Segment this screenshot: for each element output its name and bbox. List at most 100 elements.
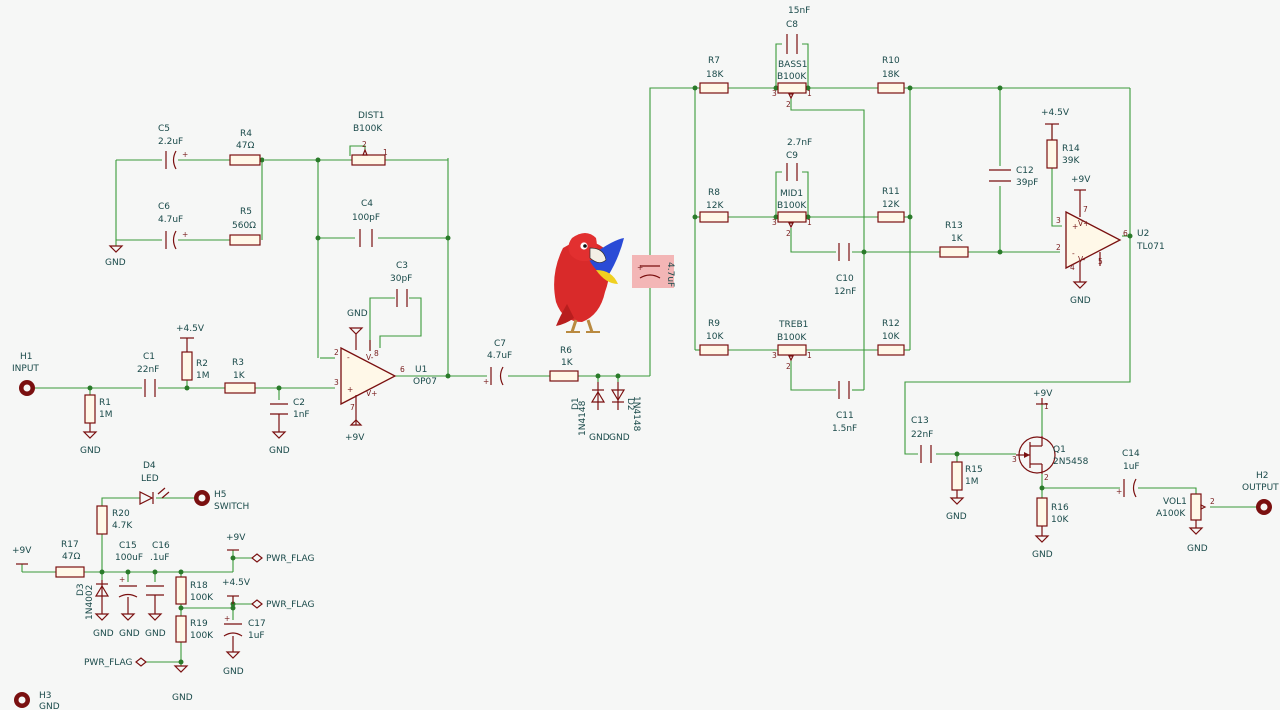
resistor-r19[interactable]: R19 100K (175, 615, 214, 643)
resistor-r5[interactable]: R5 560Ω (229, 207, 261, 246)
resistor-r7[interactable]: R7 18K (699, 56, 729, 94)
diode-d1[interactable]: D1 1N4148 GND (571, 382, 610, 443)
mounting-hole-h3[interactable]: H3 GND (14, 691, 60, 710)
svg-text:3: 3 (772, 89, 777, 98)
svg-text:C7: C7 (494, 339, 506, 349)
svg-text:C9: C9 (786, 151, 798, 161)
svg-text:12K: 12K (706, 201, 724, 211)
svg-text:+9V: +9V (1033, 389, 1053, 399)
capacitor-c15[interactable]: + C15 100uF GND (115, 541, 143, 639)
capacitor-c16[interactable]: C16 .1uF GND (145, 541, 170, 639)
switch-pad-h5[interactable]: H5 SWITCH (194, 490, 249, 512)
resistor-r18[interactable]: R18 100K (175, 576, 214, 605)
svg-text:6: 6 (1123, 229, 1128, 238)
svg-text:+: + (1116, 487, 1122, 496)
capacitor-c4[interactable]: C4 100pF (352, 199, 380, 247)
svg-text:10K: 10K (882, 332, 900, 342)
capacitor-c5[interactable]: C5 2.2uF + (158, 124, 188, 170)
gnd-symbol-r19: GND (172, 665, 193, 703)
resistor-r11[interactable]: R11 12K (877, 187, 905, 223)
svg-text:7: 7 (350, 403, 355, 412)
input-jack-h1[interactable]: H1 INPUT (12, 352, 39, 396)
capacitor-c12[interactable]: C12 39pF (989, 166, 1038, 188)
svg-text:+9V: +9V (1071, 175, 1091, 185)
svg-text:R2: R2 (196, 359, 208, 369)
svg-text:B100K: B100K (777, 333, 807, 343)
jfet-q1[interactable]: Q1 2N5458 1 3 2 (1012, 402, 1089, 482)
svg-text:3: 3 (1056, 216, 1061, 225)
svg-text:OUTPUT: OUTPUT (1242, 483, 1279, 493)
svg-text:GND: GND (93, 629, 114, 639)
svg-text:V+: V+ (1078, 219, 1089, 228)
resistor-r12[interactable]: R12 10K (877, 319, 905, 356)
resistor-r16[interactable]: R16 10K GND (1032, 497, 1069, 560)
resistor-r20[interactable]: R20 4.7K (96, 505, 133, 535)
svg-text:SWITCH: SWITCH (214, 502, 249, 512)
resistor-r13[interactable]: R13 1K (939, 221, 969, 258)
capacitor-c14[interactable]: + C14 1uF (1116, 449, 1140, 498)
svg-text:1: 1 (807, 218, 812, 227)
svg-text:+9V: +9V (226, 533, 246, 543)
potentiometer-dist1[interactable]: DIST1 B100K 2 1 (351, 111, 388, 166)
svg-text:22nF: 22nF (137, 365, 159, 375)
svg-text:C14: C14 (1122, 449, 1140, 459)
svg-text:3: 3 (334, 378, 339, 387)
power-4v5-rail: +4.5V (222, 578, 251, 604)
svg-text:22nF: 22nF (911, 430, 933, 440)
svg-text:C15: C15 (119, 541, 137, 551)
svg-text:1nF: 1nF (293, 410, 310, 420)
svg-text:R11: R11 (882, 187, 900, 197)
svg-text:R9: R9 (708, 319, 720, 329)
svg-text:+9V: +9V (345, 433, 365, 443)
svg-text:R8: R8 (708, 188, 720, 198)
svg-text:GND: GND (946, 512, 967, 522)
svg-text:39pF: 39pF (1016, 178, 1038, 188)
output-jack-h2[interactable]: H2 OUTPUT (1242, 471, 1279, 515)
resistor-r17[interactable]: R17 47Ω (55, 540, 85, 578)
svg-text:GND: GND (347, 309, 368, 319)
svg-text:R20: R20 (112, 509, 130, 519)
opamp-u1[interactable]: 2 3 6 - + V- V+ U1 OP07 +9V GND 8 7 (334, 309, 437, 443)
svg-text:GND: GND (589, 433, 610, 443)
resistor-r2[interactable]: +4.5V R2 1M (176, 324, 210, 381)
capacitor-c13[interactable]: C13 22nF (911, 416, 933, 463)
potentiometer-mid1[interactable]: MID1 B100K 3 1 2 (772, 189, 812, 238)
capacitor-c8[interactable]: C8 15nF (786, 6, 810, 54)
led-d4[interactable]: D4 LED (139, 461, 170, 505)
capacitor-c10[interactable]: C10 12nF (834, 243, 856, 297)
svg-text:V+: V+ (366, 389, 377, 398)
highlighted-capacitor[interactable]: + 4.7uF (632, 255, 675, 288)
svg-text:MID1: MID1 (780, 189, 803, 199)
diode-d2[interactable]: D2 1N4148 GND (609, 382, 641, 443)
capacitor-c17[interactable]: + C17 1uF GND (223, 614, 266, 677)
resistor-r15[interactable]: R15 1M GND (946, 461, 983, 522)
capacitor-c2[interactable]: C2 1nF GND (269, 398, 310, 456)
resistor-r9[interactable]: R9 10K (699, 319, 729, 356)
capacitor-c1[interactable]: C1 22nF (137, 352, 159, 397)
potentiometer-treb1[interactable]: TREB1 B100K 3 1 2 (772, 320, 812, 371)
svg-text:.1uF: .1uF (150, 553, 169, 563)
svg-text:39K: 39K (1062, 156, 1080, 166)
svg-text:12nF: 12nF (834, 287, 856, 297)
resistor-r10[interactable]: R10 18K (877, 56, 905, 94)
potentiometer-bass1[interactable]: BASS1 B100K 3 1 2 (772, 60, 812, 109)
resistor-r3[interactable]: R3 1K (224, 358, 256, 394)
svg-text:100K: 100K (190, 593, 214, 603)
resistor-r14[interactable]: +4.5V R14 39K (1041, 108, 1080, 169)
capacitor-c3[interactable]: C3 30pF (390, 261, 412, 307)
capacitor-c9[interactable]: 2.7nF C9 (786, 138, 812, 181)
capacitor-c6[interactable]: C6 4.7uF + (158, 202, 188, 250)
diode-d3[interactable]: D3 1N4002 GND (76, 580, 114, 639)
svg-text:C3: C3 (396, 261, 408, 271)
svg-text:GND: GND (80, 446, 101, 456)
svg-text:C4: C4 (361, 199, 373, 209)
capacitor-c11[interactable]: C11 1.5nF (832, 381, 857, 434)
resistor-r4[interactable]: R4 47Ω (229, 129, 261, 166)
resistor-r8[interactable]: R8 12K (699, 188, 729, 223)
resistor-r1[interactable]: R1 1M GND (80, 394, 113, 456)
opamp-u2[interactable]: 3 2 6 + - V+ V- 4 5 7 U2 TL071 +9V GND (1056, 175, 1165, 306)
svg-text:3: 3 (772, 351, 777, 360)
potentiometer-vol1[interactable]: VOL1 A100K 2 GND (1156, 493, 1215, 554)
capacitor-c7[interactable]: C7 4.7uF + (483, 339, 512, 386)
resistor-r6[interactable]: R6 1K (549, 346, 579, 382)
